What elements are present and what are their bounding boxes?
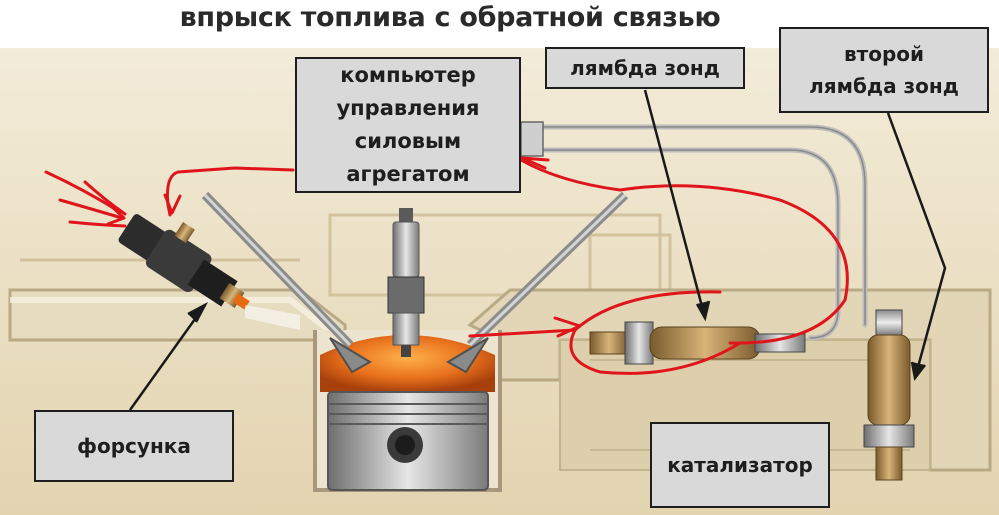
second-lambda-label-line-2: лямбда зонд — [809, 74, 959, 98]
pointer-lines — [128, 89, 947, 411]
second-lambda-sensor — [863, 309, 915, 481]
injector-label-text: форсунка — [77, 434, 191, 458]
catalyst-label: катализатор — [650, 422, 830, 508]
exhaust-valve — [446, 191, 629, 374]
second-lambda-sensor-label: второй лямбда зонд — [779, 27, 989, 113]
spark-plug — [387, 208, 425, 357]
intake-valve — [201, 191, 372, 374]
lambda-sensor-label-text: лямбда зонд — [570, 56, 720, 80]
diagram-title: впрыск топлива с обратной связью — [179, 2, 721, 33]
combustion-chamber — [320, 335, 495, 392]
ecu-label-line-2: управления — [336, 96, 480, 120]
ecu-label-line-4: агрегатом — [346, 162, 470, 186]
lambda-sensor-label: лямбда зонд — [545, 47, 745, 89]
injector-label: форсунка — [34, 410, 234, 482]
ecu-label-line-3: силовым — [354, 129, 462, 153]
fuel-spray — [245, 305, 300, 330]
feedback-wire — [44, 156, 849, 375]
second-lambda-label-line-1: второй — [843, 42, 925, 66]
piston — [327, 391, 489, 491]
lambda-sensor — [589, 321, 806, 365]
ecu-label-line-1: компьютер — [340, 63, 476, 87]
fuel-injector — [118, 214, 250, 310]
catalyst-label-text: катализатор — [667, 453, 813, 477]
ecu-label: компьютер управления силовым агрегатом — [295, 57, 521, 193]
